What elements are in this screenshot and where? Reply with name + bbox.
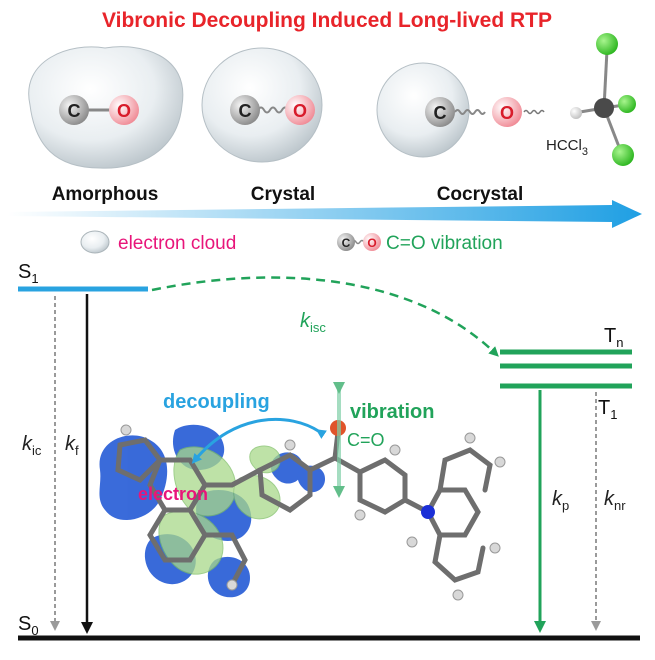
electron-label: electron xyxy=(138,484,208,504)
cocrystal-label: Cocrystal xyxy=(437,184,524,205)
hydrogen-atom xyxy=(494,456,506,468)
hccl3-chlorine-atom-bottom xyxy=(612,144,634,166)
s1-label: S1 xyxy=(18,261,39,286)
legend-vibration-label: C=O vibration xyxy=(386,233,503,254)
hydrogen-atom xyxy=(389,444,401,456)
crystal-oxygen-label: O xyxy=(293,101,307,121)
crystal-carbon-label: C xyxy=(239,101,252,121)
molecule-structure xyxy=(99,382,506,601)
s0-label: S0 xyxy=(18,613,39,638)
knr-label: knr xyxy=(604,488,626,513)
vibration-label: vibration xyxy=(350,401,434,423)
legend-cloud-label: electron cloud xyxy=(118,233,236,254)
cocrystal-electron-cloud xyxy=(376,62,470,158)
isc-arrow xyxy=(151,276,499,357)
crystal-co-vibration xyxy=(257,106,289,114)
legend-carbon-atom xyxy=(337,233,355,251)
t1-label: T1 xyxy=(598,397,617,422)
crystal-oxygen-atom xyxy=(285,95,315,125)
decoupling-trend-arrow xyxy=(8,200,642,228)
cocrystal-carbon-atom xyxy=(425,97,455,127)
orbital-lobe-green-3 xyxy=(233,475,281,520)
hccl3-carbon-atom xyxy=(594,98,614,118)
kic-label: kic xyxy=(22,433,42,458)
legend-oxygen-atom xyxy=(363,233,381,251)
hydrogen-atom xyxy=(354,509,366,521)
molecule-bonds xyxy=(115,429,493,588)
amorphous-carbon-atom xyxy=(59,95,89,125)
crystal-electron-cloud xyxy=(201,47,323,163)
cocrystal-carbon-label: C xyxy=(434,103,447,123)
hydrogen-atom xyxy=(120,424,132,436)
hydrogen-atom xyxy=(406,536,418,548)
amorphous-electron-cloud xyxy=(28,46,184,169)
hccl3-chlorine-atom-top xyxy=(596,33,618,55)
decoupling-label: decoupling xyxy=(163,391,270,413)
crystal-carbon-atom xyxy=(230,95,260,125)
amorphous-label: Amorphous xyxy=(52,184,159,205)
cocrystal-oxygen-atom xyxy=(492,97,522,127)
crystal-label: Crystal xyxy=(251,184,315,205)
kisc-label: kisc xyxy=(300,310,326,335)
cocrystal-co-vibration xyxy=(454,109,486,115)
hydrogen-atom xyxy=(226,579,238,591)
amorphous-oxygen-label: O xyxy=(117,101,131,121)
hydrogen-atom xyxy=(452,589,464,601)
legend-cloud-icon xyxy=(80,230,110,254)
cocrystal-cloud-panel: C O HCCl3 Cocrystal xyxy=(376,33,636,205)
co-label: C=O xyxy=(347,430,385,450)
hccl3-hydrogen-atom xyxy=(570,107,582,119)
tn-label: Tn xyxy=(604,325,623,350)
hydrogen-atom xyxy=(284,439,296,451)
legend: electron cloud C O C=O vibration xyxy=(80,230,503,254)
kp-label: kp xyxy=(552,488,569,513)
amorphous-cloud-panel: C O Amorphous xyxy=(28,46,184,205)
nitrogen-atom xyxy=(421,505,435,519)
molecule-atoms xyxy=(120,420,506,601)
amorphous-oxygen-atom xyxy=(109,95,139,125)
crystal-cloud-panel: C O Crystal xyxy=(201,47,323,205)
amorphous-carbon-label: C xyxy=(68,101,81,121)
hccl3-label: HCCl3 xyxy=(546,137,588,158)
cocrystal-oxygen-label: O xyxy=(500,103,514,123)
hydrogen-atom xyxy=(489,542,501,554)
diagram-title: Vibronic Decoupling Induced Long-lived R… xyxy=(102,9,552,32)
kf-label: kf xyxy=(65,433,79,458)
legend-carbon-label: C xyxy=(342,236,351,250)
hydrogen-atom xyxy=(464,432,476,444)
decoupling-arrow xyxy=(191,417,327,464)
hydrogen-bond-wave xyxy=(523,109,545,115)
legend-oxygen-label: O xyxy=(367,236,376,250)
hccl3-chlorine-atom-right xyxy=(618,95,636,113)
